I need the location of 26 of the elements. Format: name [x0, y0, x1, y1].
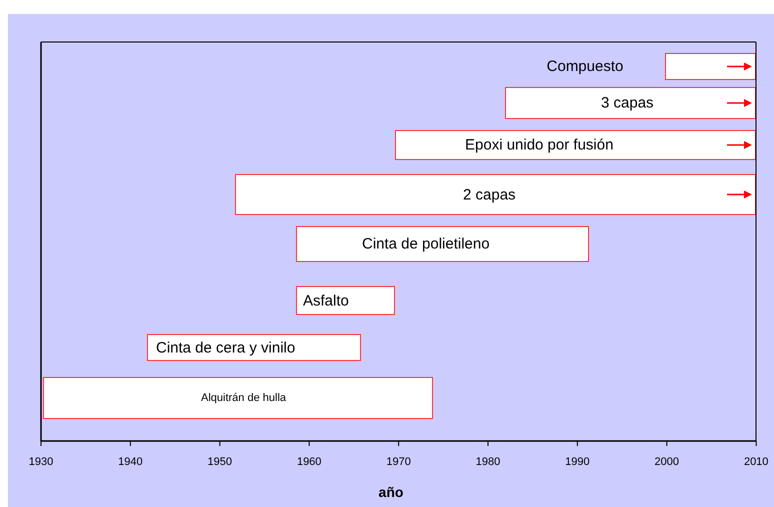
timeline-bar	[665, 53, 756, 80]
timeline-bar	[147, 334, 361, 361]
axis-tick-label: 2010	[744, 456, 768, 468]
axis-tick-label: 1970	[386, 456, 411, 468]
bar-label: 3 capas	[601, 94, 654, 112]
axis-tick-label: 1990	[565, 456, 590, 468]
axis-tick-label: 1960	[296, 456, 322, 468]
axis-tick-label: 2000	[654, 456, 680, 468]
timeline-bar	[296, 226, 589, 262]
axis-title: año	[378, 484, 404, 500]
bar-label: Epoxi unido por fusión	[465, 136, 614, 154]
bar-label: Asfalto	[303, 292, 349, 309]
timeline-bar	[505, 87, 756, 119]
bar-label: Alquitrán de hulla	[201, 392, 286, 404]
axis-tick-label: 1950	[208, 456, 232, 468]
axis-tick-label: 1980	[476, 456, 500, 468]
timeline-bar	[235, 174, 756, 215]
bar-caption: Compuesto	[546, 58, 624, 75]
timeline-bar	[43, 377, 433, 419]
bar-label: Cinta de cera y vinilo	[156, 339, 296, 356]
timeline-bar	[395, 130, 756, 160]
axis-tick-label: 1940	[118, 456, 143, 468]
axis-tick-label: 1930	[28, 456, 54, 468]
bar-label: 2 capas	[463, 186, 516, 203]
bar-label: Cinta de polietileno	[362, 236, 490, 252]
timeline-bar	[296, 286, 395, 315]
